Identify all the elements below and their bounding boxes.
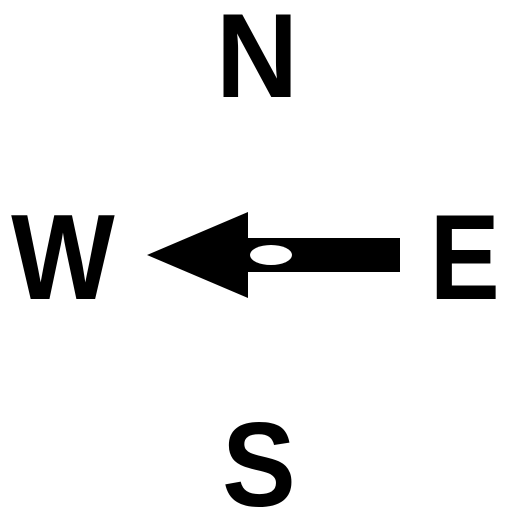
compass: N W E S: [11, 0, 500, 532]
south-label: S: [222, 398, 296, 532]
compass-pointer: [147, 212, 400, 298]
north-label: N: [215, 0, 299, 123]
pointer-head: [147, 212, 248, 298]
west-label: W: [11, 189, 115, 325]
pointer-hole: [250, 245, 292, 265]
east-label: E: [429, 189, 500, 325]
arrow-left-icon: [147, 212, 400, 298]
